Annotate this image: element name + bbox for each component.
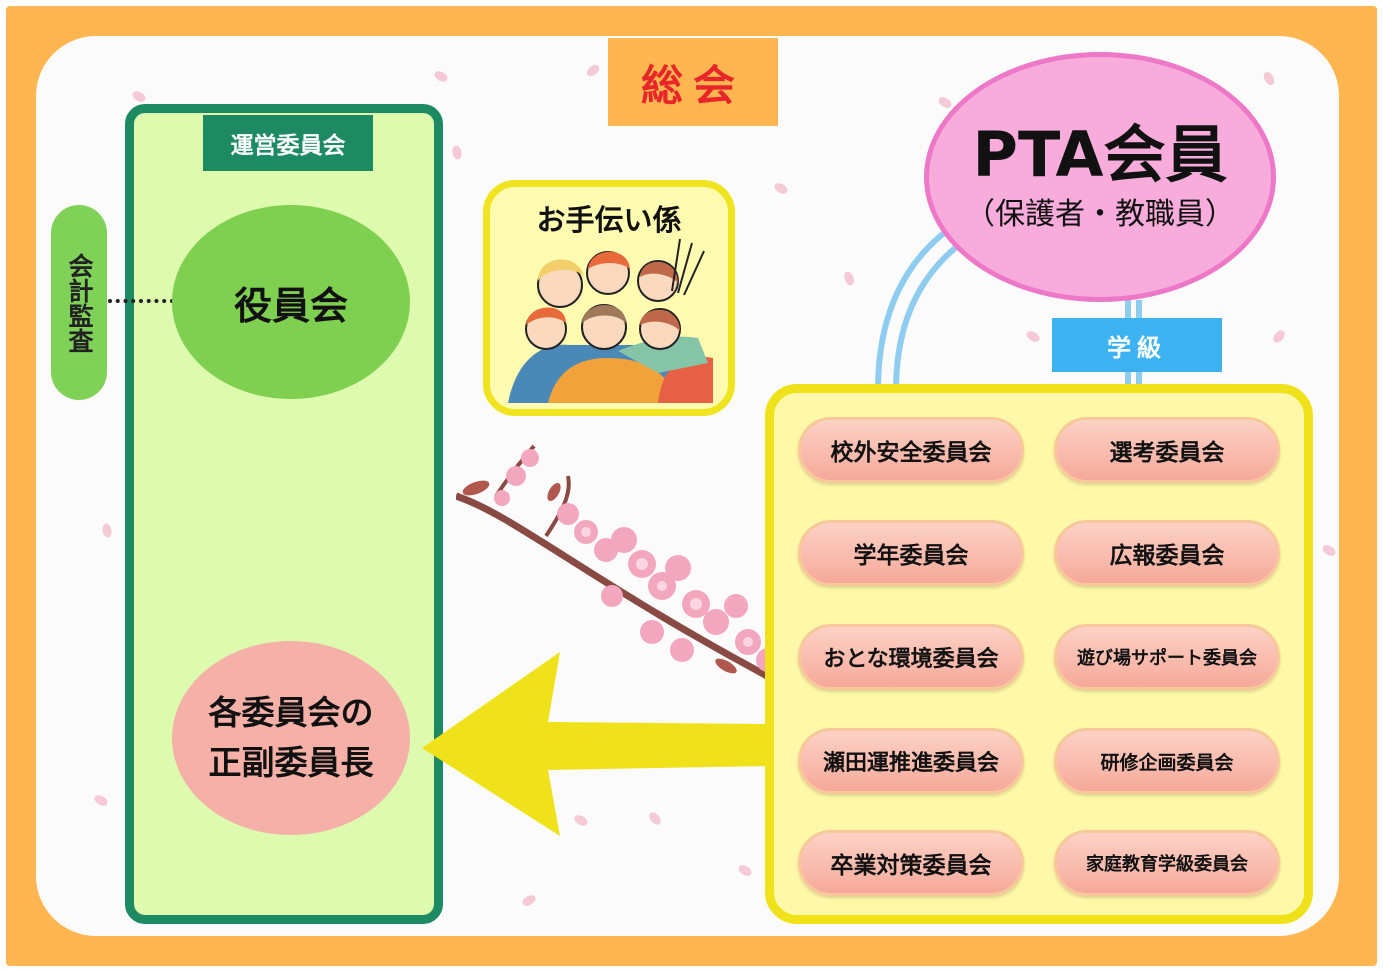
petal	[1320, 543, 1338, 558]
petal	[432, 69, 450, 84]
audit-connector-line	[108, 299, 174, 303]
pta-members-node: PTA会員 （保護者・教職員）	[924, 52, 1276, 302]
petal	[1024, 329, 1042, 344]
committee-playground-support: 遊び場サポート委員会	[1054, 624, 1280, 690]
helpers-title: お手伝い係	[536, 203, 682, 237]
class-label: 学級	[1052, 318, 1222, 372]
officers-meeting-node: 役員会	[172, 205, 410, 399]
people-group-icon	[508, 238, 713, 403]
committee-school-safety: 校外安全委員会	[798, 417, 1024, 483]
committee-selection: 選考委員会	[1054, 417, 1280, 483]
committee-public-relations: 広報委員会	[1054, 520, 1280, 586]
petal	[101, 522, 113, 539]
committee-family-education: 家庭教育学級委員会	[1054, 830, 1280, 896]
committee-training-planning: 研修企画委員会	[1054, 728, 1280, 794]
committee-grade: 学年委員会	[798, 520, 1024, 586]
helpers-box: お手伝い係	[483, 180, 735, 416]
committee-chairs-node: 各委員会の 正副委員長	[172, 641, 410, 835]
cherry-blossom-branch-icon	[456, 444, 786, 690]
committee-adult-environment: おとな環境委員会	[798, 624, 1024, 690]
left-arrow-icon	[422, 652, 768, 836]
petal	[520, 893, 538, 908]
audit-label: 会計監査	[51, 205, 107, 400]
petal	[736, 863, 754, 878]
petal	[1261, 70, 1277, 87]
committee-graduation: 卒業対策委員会	[798, 830, 1024, 896]
steering-committee-label: 運営委員会	[203, 115, 373, 171]
petal	[584, 62, 602, 79]
committee-seta-promotion: 瀬田運推進委員会	[798, 728, 1024, 794]
committee-chairs-line-2: 正副委員長	[208, 743, 374, 782]
petal	[130, 89, 148, 104]
pta-members-title: PTA会員	[972, 118, 1228, 191]
pta-connector-lines	[875, 227, 962, 390]
committee-chairs-line-1: 各委員会の	[208, 693, 374, 732]
pta-members-subtitle: （保護者・教職員）	[965, 197, 1235, 232]
general-meeting-label: 総会	[608, 38, 778, 126]
petal	[772, 181, 790, 196]
petal	[92, 793, 110, 808]
petal	[842, 270, 856, 287]
petal	[936, 95, 954, 110]
petal	[451, 144, 463, 161]
petal	[1271, 328, 1287, 345]
